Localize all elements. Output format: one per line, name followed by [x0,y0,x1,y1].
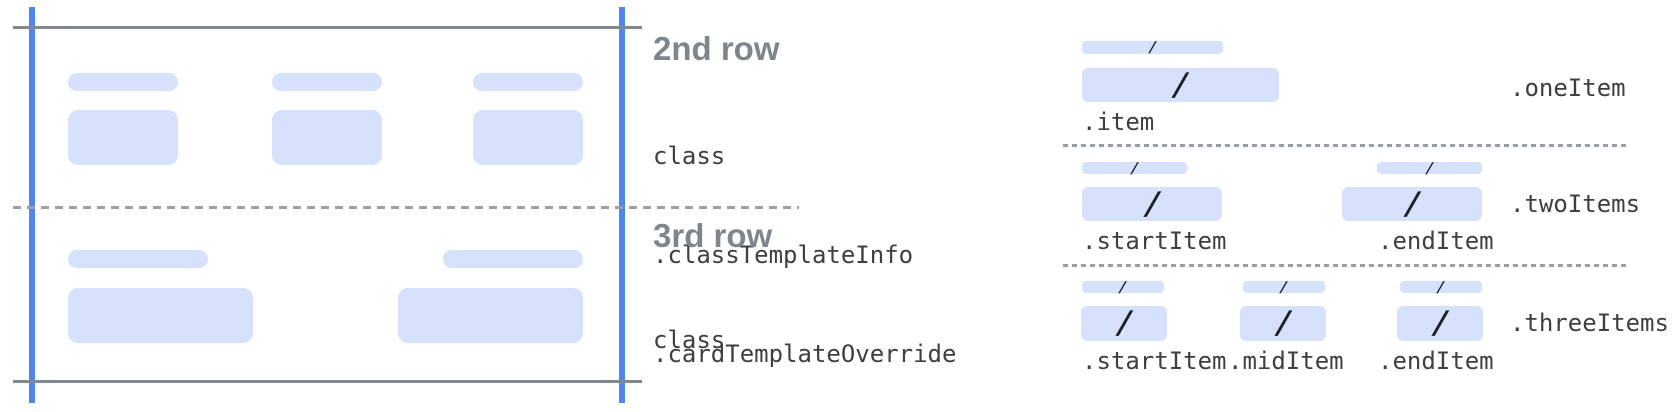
slash-mark: / [1278,277,1290,296]
two-items-name-label: .twoItems [1510,190,1641,218]
slash-mark: / [1424,158,1436,177]
field-label-bar [272,73,382,91]
three-items-end-value-bar: / [1397,305,1483,341]
two-items-end-label-bar: / [1377,158,1482,177]
one-item-name-label: .oneItem [1510,74,1626,102]
three-items-start-label-bar: / [1082,277,1164,296]
card-right-edge-line [619,7,625,403]
slash-mark: / [1400,185,1424,222]
row2-heading: 2nd row [653,30,780,67]
field-value-block [398,288,583,343]
two-items-end-value-bar: / [1342,185,1482,222]
slash-mark: / [1271,305,1295,341]
slash-mark: / [1129,158,1141,177]
two-items-start-value-bar: / [1082,185,1222,222]
code-line: class [653,326,726,354]
code-line: .classTemplateInfo [653,241,914,269]
two-items-start-label: .startItem [1082,227,1227,255]
card-top-line [13,26,642,29]
card-bottom-line [13,380,642,383]
row3-class-path: class .classTemplateInfo .cardTemplateOv… [653,258,1000,412]
two-items-end-label: .endItem [1378,227,1494,255]
slash-mark: / [1117,277,1129,296]
three-items-end-label-bar: / [1400,277,1482,296]
one-item-value-bar: / [1082,66,1279,103]
three-items-mid-label-bar: / [1243,277,1325,296]
code-line: .cardTemplateOverride [653,340,957,368]
two-items-start-label-bar: / [1082,158,1187,177]
field-label-bar [68,73,178,91]
three-items-start-label: .startItem [1082,347,1227,375]
field-label-bar [473,73,583,91]
three-items-end-label: .endItem [1378,347,1494,375]
slash-mark: / [1169,66,1192,103]
row2-class-path: class .classTemplateInfo .cardTemplateOv… [653,74,1000,412]
field-value-block [68,288,253,343]
slash-mark: / [1140,185,1164,222]
three-items-mid-value-bar: / [1240,305,1326,341]
field-value-block [68,110,178,165]
code-line: class [653,142,726,170]
template-separator-dotted-line [1063,264,1630,267]
slash-mark: / [1112,305,1136,341]
one-item-item-label: .item [1082,108,1155,136]
slash-mark: / [1428,305,1452,341]
one-item-label-bar: / [1082,38,1223,56]
card-row-divider-dashed-line [13,206,799,209]
three-items-mid-label: .midItem [1228,347,1344,375]
field-label-bar [68,250,208,268]
field-value-block [473,110,583,165]
card-left-edge-line [29,7,35,403]
three-items-name-label: .threeItems [1510,309,1669,337]
field-label-bar [443,250,583,268]
slash-mark: / [1147,38,1159,56]
template-separator-dotted-line [1063,144,1630,147]
three-items-start-value-bar: / [1081,305,1167,341]
field-value-block [272,110,382,165]
row3-heading: 3rd row [653,217,773,254]
slash-mark: / [1435,277,1447,296]
